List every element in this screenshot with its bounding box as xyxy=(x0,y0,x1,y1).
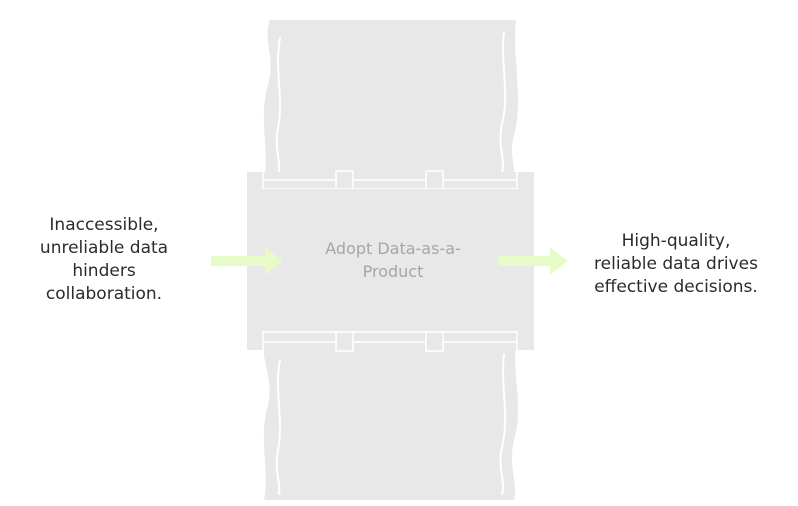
bridge-deck xyxy=(247,189,534,332)
outcome-line: High-quality, xyxy=(621,231,731,251)
outcome-line: effective decisions. xyxy=(594,277,758,297)
problem-line: hinders xyxy=(72,261,136,281)
upper-band-highlight-left xyxy=(275,37,281,173)
problem-line: collaboration. xyxy=(45,284,163,304)
problem-statement: Inaccessible, unreliable data hinders co… xyxy=(14,214,194,306)
bottom-rail xyxy=(247,331,534,352)
outcome-line: reliable data drives xyxy=(594,254,758,274)
lower-band-highlight-right xyxy=(499,354,507,495)
outcome-statement: High-quality, reliable data drives effec… xyxy=(570,230,782,299)
solution-line: Adopt Data-as-a- xyxy=(325,239,461,258)
top-rail xyxy=(247,170,534,190)
upper-band xyxy=(263,20,519,180)
problem-line: Inaccessible, xyxy=(49,215,159,235)
problem-line: unreliable data xyxy=(39,238,169,258)
lower-band xyxy=(263,345,519,500)
solution-line: Product xyxy=(362,262,424,281)
left-arrow-icon xyxy=(211,247,283,275)
lower-band-highlight-left xyxy=(275,359,281,495)
upper-band-highlight-right xyxy=(499,31,507,173)
solution-label: Adopt Data-as-a- Product xyxy=(290,237,496,283)
right-arrow-icon xyxy=(498,247,568,275)
